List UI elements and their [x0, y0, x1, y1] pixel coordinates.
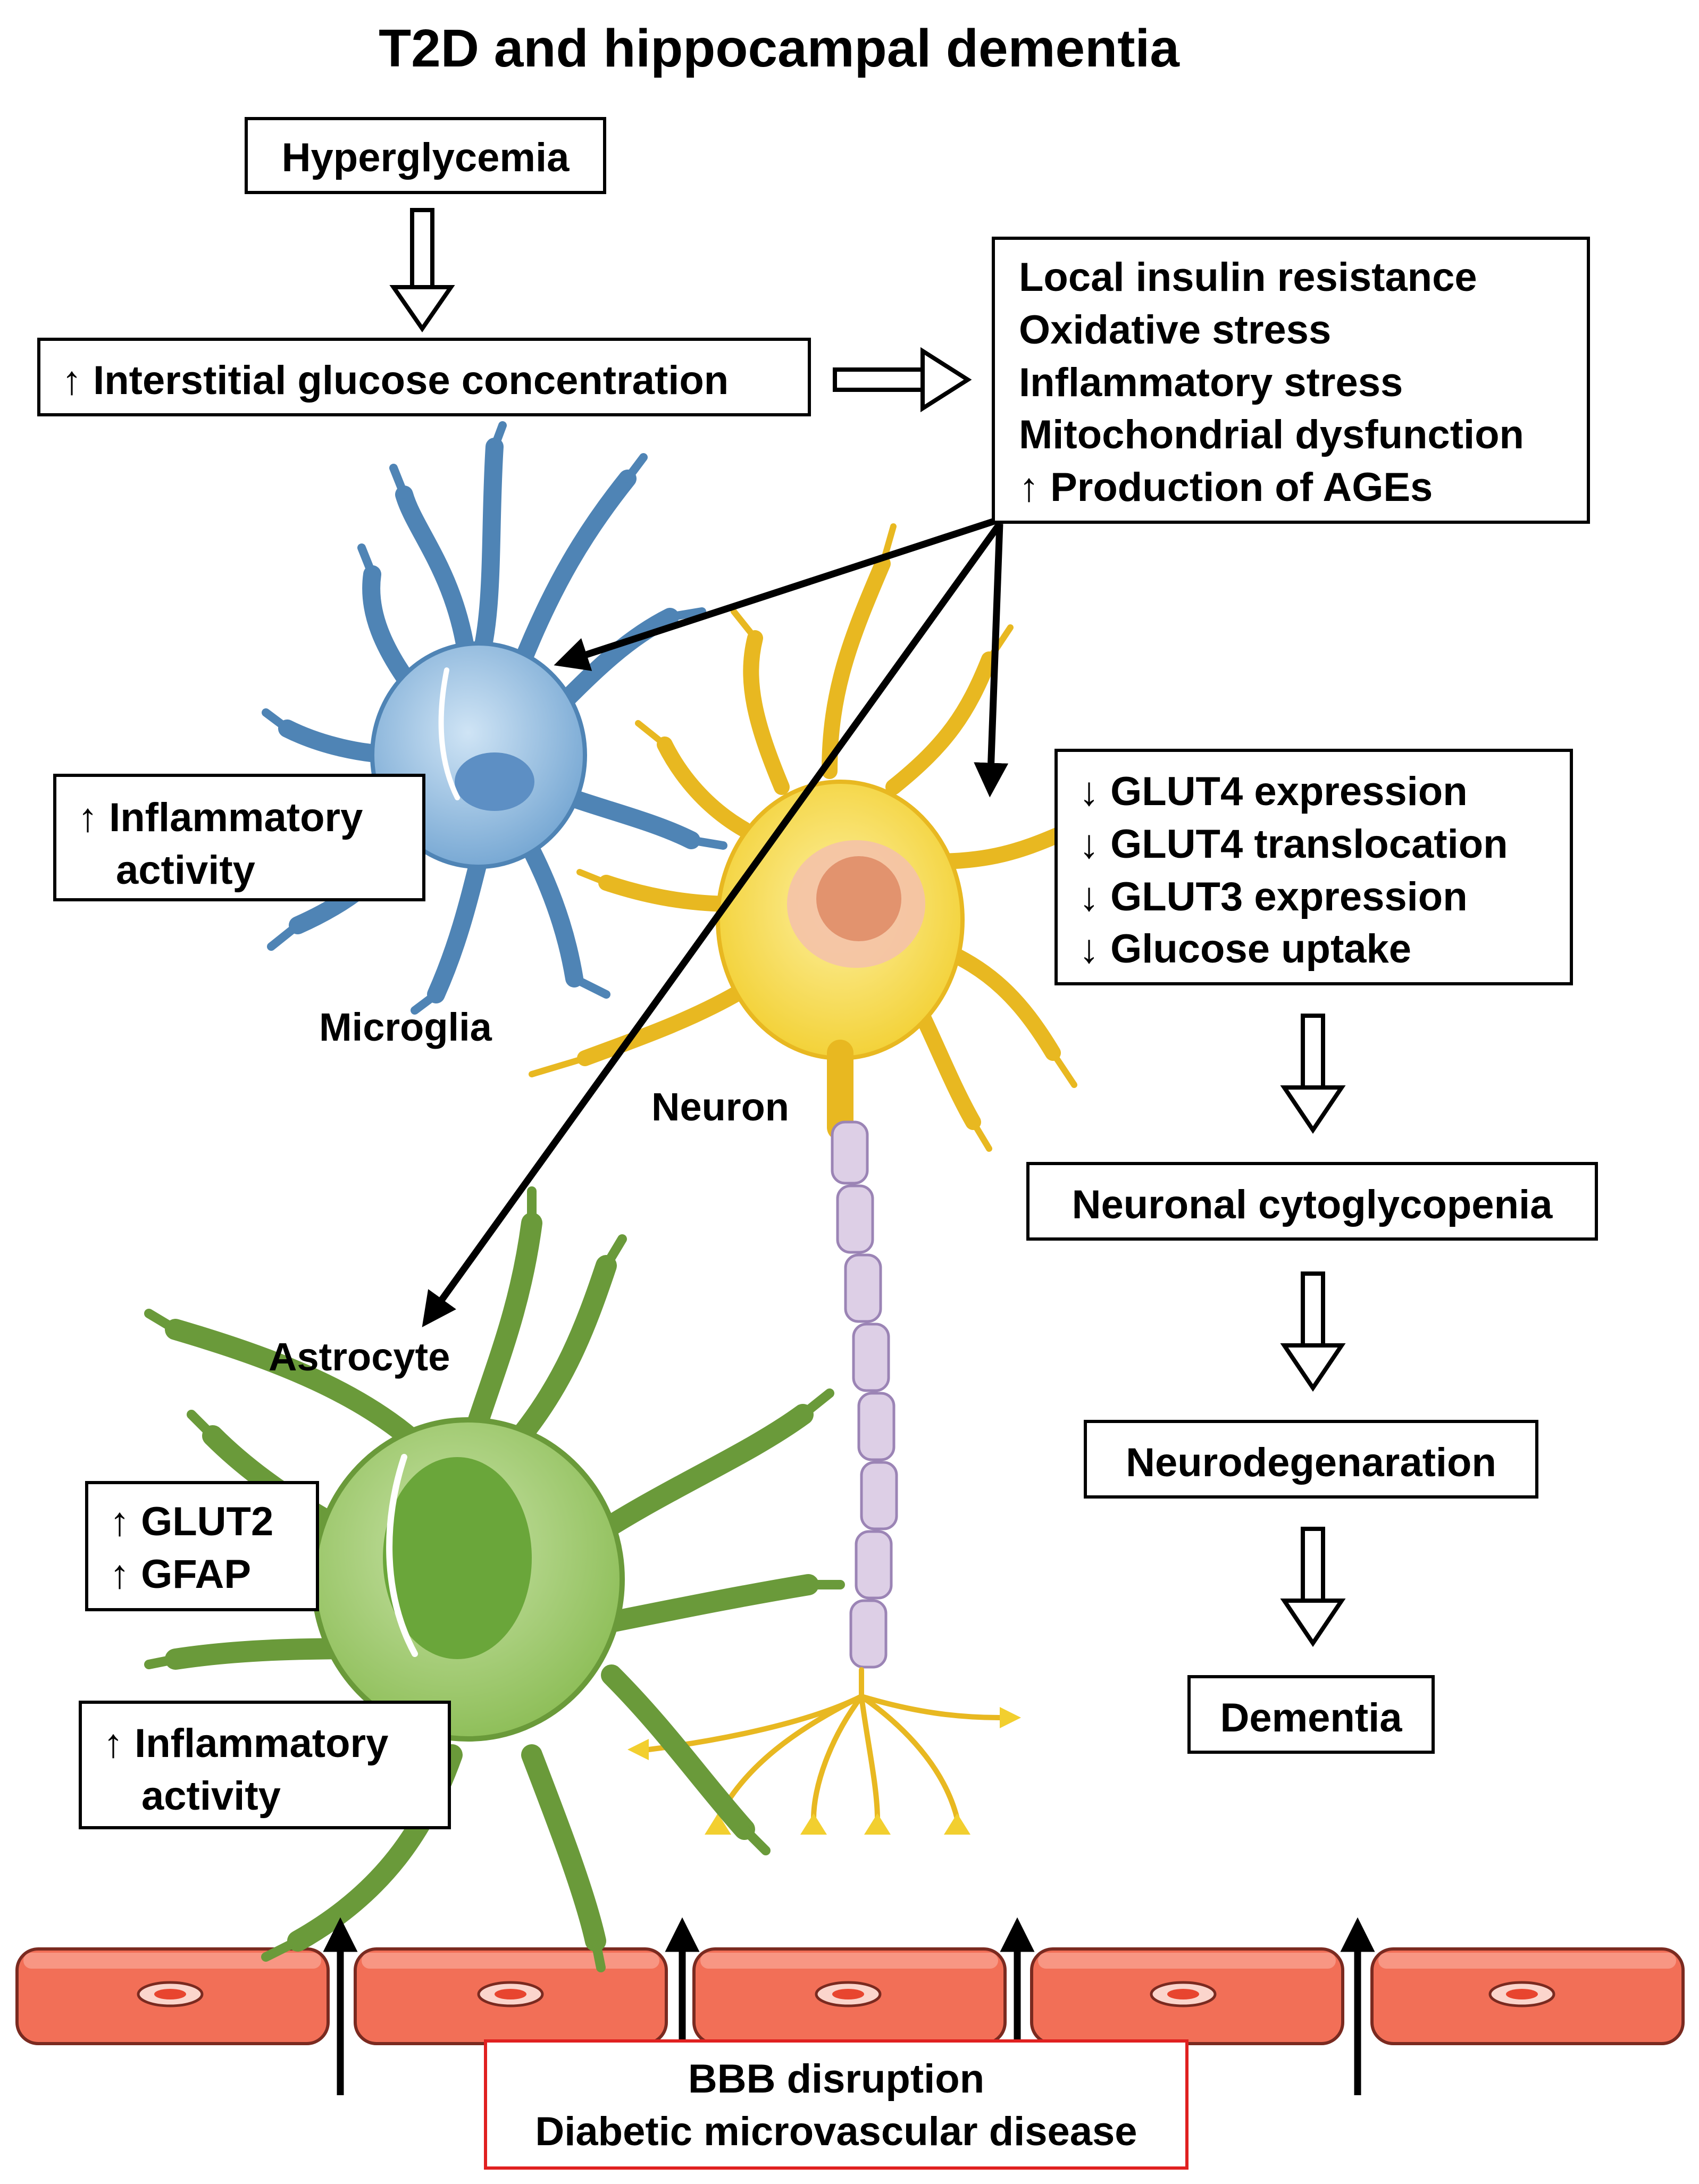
hollow-arrow: [389, 208, 455, 333]
stress-item: Local insulin resistance: [1019, 255, 1477, 300]
bbb-line: Diabetic microvascular disease: [535, 2108, 1137, 2154]
astrocyte-cell: [144, 1186, 845, 1972]
astrocyte-effect-line: ↑ Inflammatory: [103, 1721, 389, 1766]
astrocyte-effect-box: ↑ Inflammatory activity: [79, 1701, 451, 1829]
neuron-label: Neuron: [651, 1085, 789, 1129]
neuron-effect-item: ↓ GLUT4 expression: [1079, 769, 1468, 814]
diagram-title: T2D and hippocampal dementia: [379, 19, 1179, 78]
arrow-to-microglia: [554, 517, 996, 671]
neuron-effect-item: ↓ GLUT4 translocation: [1079, 821, 1508, 867]
stress-item: Oxidative stress: [1019, 307, 1332, 353]
hollow-arrow: [833, 347, 972, 413]
microglia-label: Microglia: [319, 1005, 492, 1049]
bbb-line: BBB disruption: [688, 2056, 985, 2102]
stress-box: Local insulin resistance Oxidative stres…: [992, 237, 1590, 524]
dementia-box: Dementia: [1187, 1675, 1435, 1754]
bbb-box: BBB disruption Diabetic microvascular di…: [484, 2039, 1189, 2170]
cascade-step: Neuronal cytoglycopenia: [1072, 1182, 1553, 1227]
astrocyte-glut-line: ↑ GLUT2: [110, 1499, 274, 1544]
hyperglycemia-label: Hyperglycemia: [281, 135, 570, 180]
microglia-cell: [262, 421, 727, 1015]
cascade-step: Dementia: [1220, 1695, 1402, 1740]
astrocyte-effect-line: activity: [141, 1773, 281, 1819]
neurodegeneration-box: Neurodegenaration: [1084, 1420, 1538, 1499]
blood-vessel: [15, 1947, 1685, 2045]
stress-item: ↑ Production of AGEs: [1019, 465, 1433, 511]
hollow-arrow: [1280, 1014, 1346, 1134]
neuron-effects-box: ↓ GLUT4 expression ↓ GLUT4 translocation…: [1054, 749, 1573, 985]
glucose-box: ↑ Interstitial glucose concentration: [37, 338, 811, 416]
hollow-arrow: [1280, 1271, 1346, 1392]
hyperglycemia-box: Hyperglycemia: [245, 117, 606, 194]
glucose-label: ↑ Interstitial glucose concentration: [62, 358, 729, 403]
cytoglycopenia-box: Neuronal cytoglycopenia: [1026, 1162, 1598, 1241]
endothelial-cell: [1030, 1947, 1344, 2045]
stress-item: Inflammatory stress: [1019, 359, 1403, 405]
endothelial-cell: [354, 1947, 668, 2045]
endothelial-cell: [15, 1947, 330, 2045]
astrocyte-glut-line: ↑ GFAP: [110, 1551, 252, 1597]
neuron-cell: [529, 523, 1088, 1152]
cascade-step: Neurodegenaration: [1126, 1440, 1496, 1485]
microglia-effect-line: ↑ Inflammatory: [78, 795, 363, 840]
endothelial-cell: [1370, 1947, 1685, 2045]
flow-arrows: [323, 208, 1375, 2095]
microglia-effect-box: ↑ Inflammatory activity: [53, 774, 425, 901]
neuron-effect-item: ↓ Glucose uptake: [1079, 926, 1412, 972]
astrocyte-glut-box: ↑ GLUT2 ↑ GFAP: [85, 1481, 319, 1611]
stress-item: Mitochondrial dysfunction: [1019, 412, 1524, 458]
hollow-arrow: [1280, 1527, 1346, 1647]
microglia-effect-line: activity: [116, 847, 255, 893]
arrow-to-neuron: [974, 523, 1009, 798]
endothelial-cell: [692, 1947, 1007, 2045]
astrocyte-label: Astrocyte: [269, 1335, 450, 1379]
neuron-effect-item: ↓ GLUT3 expression: [1079, 874, 1468, 919]
arrow-to-astrocyte: [422, 522, 1003, 1327]
